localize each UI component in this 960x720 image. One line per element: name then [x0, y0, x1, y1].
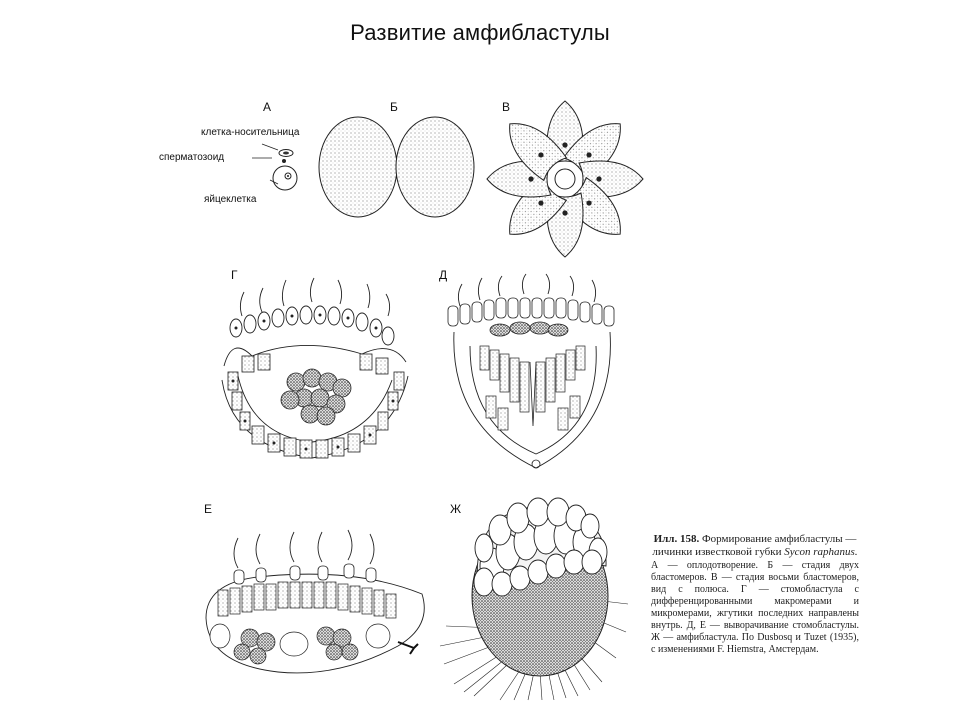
inversion-stage-e-drawing: [205, 529, 425, 674]
caption-body: А — оплодотворение. Б — стадия двух блас…: [651, 560, 859, 655]
two-blastomeres-drawing: [318, 116, 475, 218]
stomoblastula-drawing: [221, 277, 409, 459]
caption-heading-text: Формирование амфибластулы — личинки изве…: [652, 533, 857, 558]
caption-heading: Илл. 158. Формирование амфибластулы — ли…: [651, 533, 859, 559]
figure-caption: Илл. 158. Формирование амфибластулы — ли…: [651, 533, 859, 656]
stage-label-g: Г: [231, 268, 238, 282]
stage-label-a: А: [263, 100, 272, 114]
caption-species: Sycon raphanus.: [784, 546, 858, 558]
page-title: Развитие амфибластулы: [350, 20, 610, 45]
amphiblastula-drawing: [439, 497, 629, 701]
inversion-stage-d-drawing: [447, 273, 615, 469]
caption-number: Илл. 158.: [653, 533, 700, 545]
sperm-label: сперматозоид: [159, 152, 225, 163]
stage-label-zh: Ж: [450, 502, 462, 516]
stage-label-b: Б: [390, 100, 398, 114]
egg-label: яйцеклетка: [204, 194, 257, 205]
carrier-cell-label: клетка-носительница: [201, 127, 300, 138]
eight-blastomeres-drawing: [486, 100, 644, 258]
stage-label-d: Д: [439, 268, 448, 282]
stage-label-e: Е: [204, 502, 213, 516]
fertilization-drawing: [252, 143, 298, 191]
stage-label-v: В: [502, 100, 511, 114]
